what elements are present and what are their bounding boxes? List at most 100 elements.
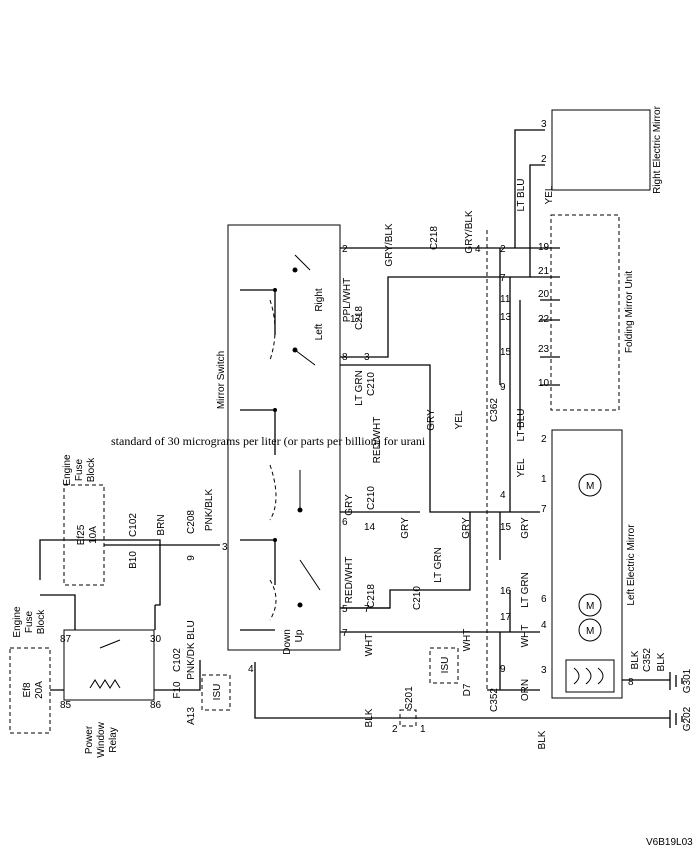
label-red-wht-lower: RED/WHT <box>344 557 355 604</box>
label-pnk-blk: PNK/BLK <box>204 489 215 532</box>
label-yel-top: YEL <box>544 185 555 204</box>
folding-mirror-unit-label: Folding Mirror Unit <box>624 271 635 353</box>
label-c102-lower: C102 <box>172 648 183 672</box>
motor-1-label: M <box>586 481 594 492</box>
fold-pin-20: 20 <box>538 289 550 300</box>
motor-3-label: M <box>586 626 594 637</box>
right-mirror-pin-3: 3 <box>541 119 547 130</box>
col-pin-4-top: 4 <box>475 244 481 255</box>
fold-pin-10: 10 <box>538 378 550 389</box>
label-c210-upper: C210 <box>366 372 377 396</box>
col-pin-9: 9 <box>500 382 506 393</box>
wire-lt-blu-yel-right-mirror <box>514 129 545 277</box>
splice-pin-2: 2 <box>392 724 398 735</box>
pin-3-c210: 3 <box>364 352 370 363</box>
col-pin-11: 11 <box>500 294 511 305</box>
label-gry-far: GRY <box>520 517 531 539</box>
switch-up-label: Up <box>294 629 305 642</box>
col-pin-7: 7 <box>500 273 506 284</box>
label-c352-left: C352 <box>489 688 500 712</box>
fuse-block-2-line3: Block <box>86 457 97 482</box>
label-c218-ppl: C218 <box>354 306 365 330</box>
switch-pin-7: 7 <box>342 628 348 639</box>
switch-mechanical-links <box>269 299 277 621</box>
left-mirror-label: Left Electric Mirror <box>626 524 637 606</box>
right-mirror-box <box>551 109 651 191</box>
fold-pin-22: 22 <box>538 314 550 325</box>
wire-lt-grn-upper <box>340 364 540 513</box>
relay-label-line2: Window <box>96 721 107 757</box>
ground-symbol-g301 <box>669 672 683 690</box>
label-gry-blk-1: GRY/BLK <box>384 223 395 266</box>
label-blk-switch: BLK <box>364 708 375 727</box>
fold-pin-21: 21 <box>538 266 550 277</box>
ground-g202-label: G202 <box>682 706 693 731</box>
col-pin-9-low: 9 <box>500 664 506 675</box>
pin-f10: F10 <box>172 681 183 699</box>
label-c362: C362 <box>489 398 500 422</box>
ef8-label: Ef8 <box>22 682 33 697</box>
switch-pin-4: 4 <box>248 664 254 675</box>
switch-junction-1 <box>273 288 277 292</box>
switch-junction-3 <box>273 538 277 542</box>
isu-box-right <box>429 647 459 684</box>
power-window-relay-box <box>63 629 155 701</box>
left-mirror-motor-2 <box>578 593 602 617</box>
mirror-switch-label: Mirror Switch <box>216 351 227 409</box>
isu-box-left <box>201 674 231 711</box>
left-mirror-box <box>551 429 623 699</box>
fold-pin-23: 23 <box>538 344 550 355</box>
label-lt-blu-top: LT BLU <box>516 179 527 212</box>
relay-label-line3: Relay <box>108 727 119 753</box>
label-gry-right: GRY <box>461 517 472 539</box>
switch-right-label: Right <box>314 288 325 312</box>
ground-symbol-g202 <box>669 710 683 728</box>
label-lt-grn-right: LT GRN <box>520 572 531 608</box>
label-pnk-dk-blu: PNK/DK BLU <box>186 620 197 679</box>
figure-code: V6B19L03 <box>646 837 693 848</box>
label-blk-right: BLK <box>656 652 667 671</box>
splice-s201-box <box>399 709 417 727</box>
pin-7-c218: 7 <box>364 604 370 615</box>
ef25-rating: 10A <box>88 526 99 544</box>
label-c210-mid: C210 <box>366 486 377 510</box>
switch-pin-5: 5 <box>342 604 348 615</box>
lm-pin-3: 3 <box>541 665 547 676</box>
heater-icon <box>573 667 604 685</box>
mirror-heater-element <box>565 659 615 693</box>
lm-pin-6: 6 <box>541 594 547 605</box>
wire-blk-ground <box>254 662 670 719</box>
label-c218-top: C218 <box>429 226 440 250</box>
pin-17-c218: 17 <box>350 314 362 325</box>
splice-s201-label: S201 <box>404 686 415 710</box>
folding-unit-wires <box>540 247 560 386</box>
wire-ppl-wht <box>340 276 540 358</box>
ef8-rating: 20A <box>34 681 45 699</box>
label-c352-right: C352 <box>642 648 653 672</box>
label-blk-c352: BLK <box>630 650 641 669</box>
fuse-block-1-line1: Engine <box>12 606 23 638</box>
col-pin-17: 17 <box>500 612 512 623</box>
pin-14-c210: 14 <box>364 522 376 533</box>
label-lt-grn-lower: LT GRN <box>433 547 444 583</box>
overlay-text: standard of 30 micrograms per liter (or … <box>111 434 426 448</box>
fuse-block-1-line3: Block <box>36 609 47 634</box>
switch-junction-2 <box>273 408 277 412</box>
label-yel-lower: YEL <box>516 458 527 477</box>
label-ppl-wht: PPL/WHT <box>342 278 353 322</box>
label-brn: BRN <box>156 514 167 535</box>
label-lt-grn-upper: LT GRN <box>354 370 365 406</box>
label-wht-switch: WHT <box>364 634 375 657</box>
switch-contact-2 <box>292 347 298 353</box>
relay-pin-86: 86 <box>150 700 162 711</box>
motor-2-label: M <box>586 601 594 612</box>
col-pin-4-mid: 4 <box>500 490 506 501</box>
lm-pin-7: 7 <box>541 504 547 515</box>
label-wht-right: WHT <box>520 625 531 648</box>
label-c218-lower: C218 <box>366 584 377 608</box>
label-gry-blk-2: GRY/BLK <box>464 210 475 253</box>
right-mirror-pin-2: 2 <box>541 154 547 165</box>
relay-pin-30: 30 <box>150 634 162 645</box>
